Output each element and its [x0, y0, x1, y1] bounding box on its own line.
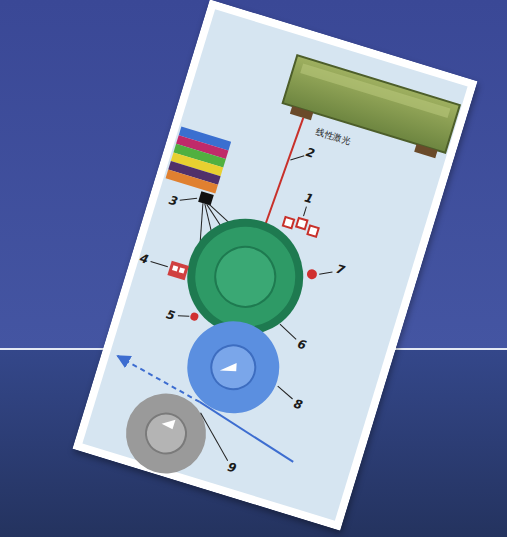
paper-path: [112, 356, 206, 402]
toner-strip: [166, 170, 218, 194]
leader-line: [277, 324, 299, 339]
laser-beam: [266, 116, 304, 225]
laser-foot: [290, 106, 313, 120]
laser-unit: [283, 55, 460, 153]
photo-drum-hub: [208, 239, 283, 314]
cleaner-part: [306, 268, 318, 280]
leader-line: [180, 194, 197, 205]
rotation-arrow: [161, 416, 175, 429]
developer-window: [172, 265, 178, 271]
photo-drum-face: [183, 214, 308, 339]
paper-path: [191, 402, 302, 462]
leader-line: [304, 207, 307, 217]
developer-unit: [167, 261, 189, 281]
leader-line: [275, 386, 295, 399]
leader-line: [319, 269, 332, 278]
leader-line: [151, 261, 168, 266]
rotation-arrow: [220, 359, 239, 375]
laser-highlight: [300, 63, 450, 118]
toner-unit: [198, 191, 214, 205]
leader-line: [189, 413, 238, 461]
leader-line: [290, 152, 304, 163]
developer-window: [179, 267, 185, 273]
transfer-roller-hub: [206, 340, 261, 395]
discharge-part: [189, 312, 199, 322]
card-ground: [82, 9, 467, 520]
charge-unit: [296, 218, 307, 229]
card-border: [72, 0, 477, 531]
pressure-roller-hub: [141, 409, 191, 459]
leader-line: [178, 313, 189, 319]
pressure-roller: [116, 384, 216, 484]
laser-foot: [414, 144, 437, 158]
charge-unit: [307, 226, 318, 237]
charge-unit: [283, 217, 294, 228]
